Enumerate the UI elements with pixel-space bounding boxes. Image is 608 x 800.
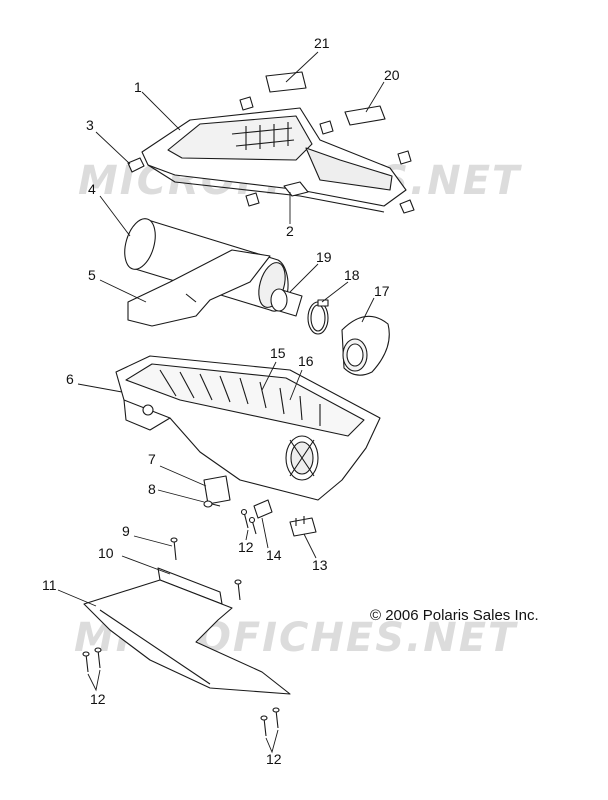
screws-12-right <box>260 707 280 737</box>
callout-12-left: 12 <box>90 691 106 707</box>
callout-15: 15 <box>270 345 286 361</box>
clamp-18 <box>307 299 329 335</box>
bolt-9 <box>170 537 178 561</box>
skid-plate-11 <box>83 579 291 695</box>
airbox-cover-1 <box>141 107 407 213</box>
callout-8: 8 <box>148 481 156 497</box>
callout-11: 11 <box>42 577 57 593</box>
callout-5: 5 <box>88 267 96 283</box>
callout-17: 17 <box>374 283 390 299</box>
callout-18: 18 <box>344 267 360 283</box>
callout-4: 4 <box>88 181 96 197</box>
pre-filter-5 <box>127 249 271 327</box>
clips-3 <box>127 96 415 214</box>
callout-12-right: 12 <box>266 751 282 767</box>
callout-20: 20 <box>384 67 400 83</box>
leader-lines <box>57 51 385 754</box>
screws-12-mid <box>240 508 257 535</box>
decal-20 <box>344 105 386 126</box>
callout-3: 3 <box>86 117 94 133</box>
callout-19: 19 <box>316 249 332 265</box>
screws-12-left <box>82 647 102 673</box>
callout-14: 14 <box>266 547 282 563</box>
bolt-right <box>234 579 242 601</box>
callout-7: 7 <box>148 451 156 467</box>
sensor-13 <box>289 516 317 537</box>
clip-14 <box>253 499 273 519</box>
inlet-boot-17 <box>341 315 390 376</box>
callout-2: 2 <box>286 223 294 239</box>
copyright-text: © 2006 Polaris Sales Inc. <box>370 607 539 624</box>
bracket-7 <box>203 475 231 505</box>
callout-10: 10 <box>98 545 114 561</box>
callout-12-mid: 12 <box>238 539 254 555</box>
callout-21: 21 <box>314 35 330 51</box>
callout-6: 6 <box>66 371 74 387</box>
airbox-base-6 <box>115 355 381 501</box>
callout-9: 9 <box>122 523 130 539</box>
callout-1: 1 <box>134 79 142 95</box>
screw-8 <box>203 500 221 508</box>
coupler-19 <box>270 288 303 317</box>
callout-16: 16 <box>298 353 314 369</box>
callout-13: 13 <box>312 557 328 573</box>
